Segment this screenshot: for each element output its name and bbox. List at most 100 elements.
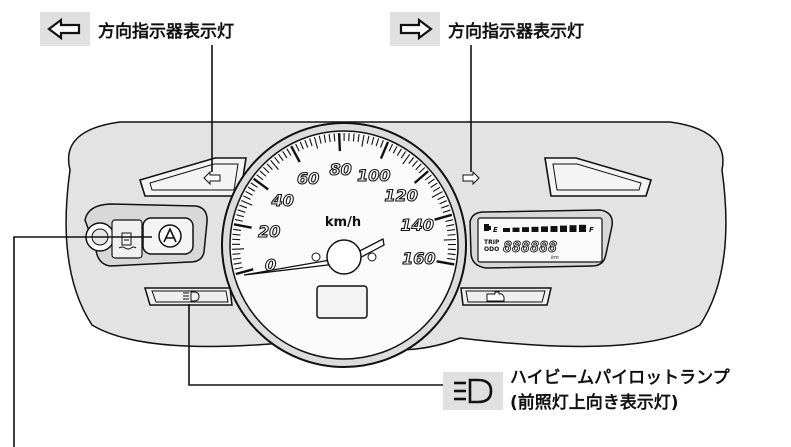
speedometer-minor-tick [441, 204, 449, 209]
speedometer-label-120: 120 [384, 186, 417, 205]
speedometer-minor-tick [371, 136, 375, 145]
trip-label: TRIP [484, 239, 500, 246]
right-turn-indicator-callout: 方向指示器表示灯 [390, 12, 584, 46]
speedometer-major-tick [290, 145, 301, 163]
right-turn-window [544, 157, 653, 197]
speedometer-minor-tick [424, 174, 432, 181]
engine-warning-window [460, 287, 552, 306]
speedometer-minor-tick [237, 209, 246, 213]
right-turn-indicator-label: 方向指示器表示灯 [448, 21, 584, 42]
speedometer-minor-tick [361, 134, 365, 147]
right-turn-window-arrow-icon [462, 170, 480, 186]
speedometer-minor-tick [447, 233, 456, 236]
speedometer-minor-tick [236, 214, 245, 218]
speedometer-minor-tick [432, 186, 441, 192]
speedometer-minor-tick [245, 190, 253, 196]
speedometer-minor-tick [352, 133, 355, 142]
fuel-segment [579, 224, 586, 232]
speedometer-minor-tick [411, 160, 418, 167]
odometer-unit: km [551, 255, 559, 261]
speedometer-minor-tick [274, 156, 280, 164]
left-turn-indicator-label: 方向指示器表示灯 [98, 21, 234, 42]
speedometer-major-tick [434, 213, 453, 221]
fuel-segment [560, 225, 567, 232]
speedometer-label-40: 40 [271, 191, 294, 210]
speedometer-minor-tick [447, 257, 456, 261]
left-turn-window-inner [149, 163, 239, 191]
speedometer-major-tick [413, 170, 429, 184]
speedometer-minor-tick [323, 134, 327, 143]
speedometer-minor-tick [243, 195, 251, 200]
fuel-segment [503, 228, 510, 232]
speedometer-minor-tick [309, 138, 313, 147]
left-pod-leader-line [13, 236, 152, 447]
speedometer-minor-tick [250, 182, 258, 188]
speedometer-label-100: 100 [357, 166, 390, 185]
speedometer-label-60: 60 [297, 169, 319, 188]
speedometer-minor-tick [295, 143, 300, 152]
left-turn-indicator-callout: 方向指示器表示灯 [40, 12, 234, 46]
needle-hub [326, 239, 362, 275]
speedometer-ticks [231, 132, 457, 276]
speedometer-minor-tick [247, 186, 256, 192]
speedometer-minor-tick [446, 228, 456, 232]
speedometer-major-tick [252, 177, 269, 191]
speedometer-minor-tick [256, 174, 264, 181]
speedometer-minor-tick [447, 253, 456, 256]
speedometer-minor-tick [270, 160, 279, 170]
needle-pivot-left [311, 252, 321, 262]
fuel-segment [541, 226, 548, 232]
speedometer-label-20: 20 [258, 222, 280, 241]
high-beam-label-line1: ハイビームパイロットランプ [510, 368, 730, 388]
speedometer-minor-tick [282, 151, 288, 159]
fuel-segment [531, 226, 539, 232]
fuel-gauge-segments [503, 224, 586, 232]
speedometer-minor-tick [357, 133, 360, 143]
speedometer-minor-tick [439, 200, 448, 205]
speedometer-lower-window [316, 285, 368, 319]
speedometer-major-tick [233, 223, 252, 229]
speedometer-minor-tick [233, 228, 242, 231]
speedometer-label-160: 160 [402, 249, 435, 268]
speedometer-minor-tick [427, 178, 435, 185]
speedometer-minor-tick [313, 136, 319, 149]
speedometer-minor-tick [380, 139, 384, 148]
right-turn-window-inner [552, 163, 642, 191]
speedometer-minor-tick [232, 257, 241, 260]
fuel-segment [569, 225, 577, 232]
speedometer-major-tick [337, 133, 342, 152]
speedometer-minor-tick [299, 141, 304, 150]
fuel-empty-label: E [493, 226, 498, 234]
speedometer-minor-tick [437, 195, 446, 201]
fuel-pump-icon [484, 224, 491, 231]
speedometer-minor-tick [266, 163, 273, 170]
high-beam-small-icon [183, 291, 200, 302]
fuel-segment [550, 226, 558, 232]
speedometer-minor-tick [442, 209, 451, 214]
speedometer-minor-tick [408, 157, 415, 164]
speedometer-minor-tick [278, 153, 284, 161]
speedometer-minor-tick [446, 224, 455, 227]
speedometer-major-tick [436, 260, 455, 266]
speedometer-minor-tick [415, 163, 422, 171]
odo-label: ODO [484, 246, 499, 253]
speedometer-minor-tick [430, 182, 438, 188]
speedometer-minor-tick [418, 167, 426, 174]
fuel-segment [522, 227, 529, 232]
speedometer-minor-tick [232, 253, 241, 255]
speedometer-minor-tick [328, 133, 331, 142]
speedometer-minor-tick [443, 238, 456, 241]
speedometer-minor-tick [388, 143, 394, 152]
speedometer-minor-tick [318, 135, 322, 144]
speedometer-minor-tick [286, 148, 292, 156]
speedometer-minor-tick [234, 266, 243, 270]
speedometer-minor-tick [233, 262, 242, 265]
speedometer-minor-tick [239, 204, 248, 209]
speedometer-minor-tick [241, 199, 253, 206]
high-beam-indicator-callout: ハイビームパイロットランプ (前照灯上向き表示灯) [510, 366, 730, 416]
speedometer-minor-tick [445, 219, 454, 223]
speedometer-minor-tick [234, 218, 243, 222]
speedometer-minor-tick [431, 191, 443, 198]
high-beam-leader-line [188, 304, 443, 386]
